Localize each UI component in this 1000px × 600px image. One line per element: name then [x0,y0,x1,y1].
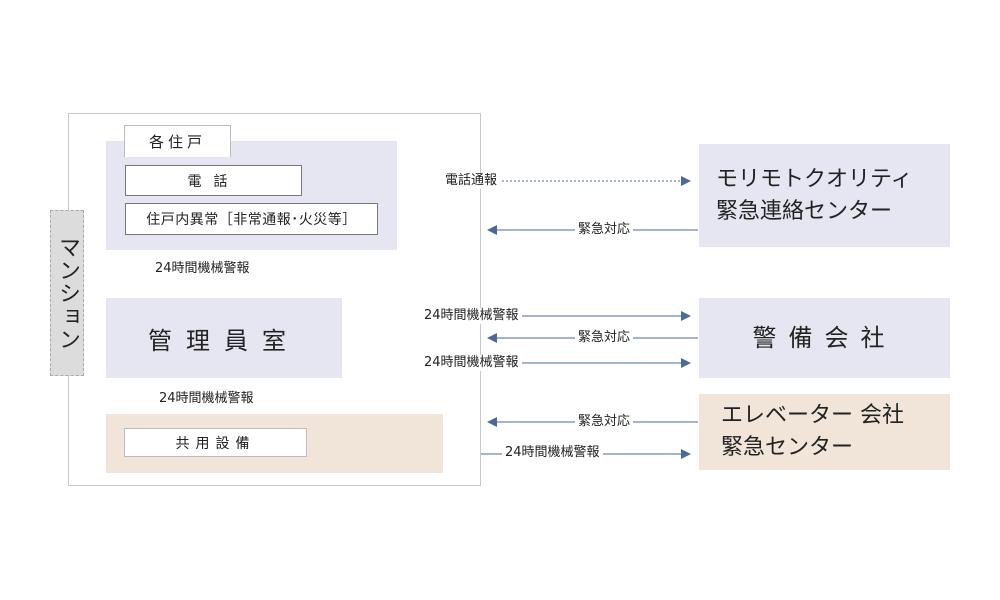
flow-label-common-to-elevator: 24時間機械警報 [502,445,603,461]
manager-room-label: 管理員室 [148,326,300,355]
flow-label-emergency-2: 緊急対応 [575,330,634,346]
flow-label-common-to-manager: 24時間機械警報 [159,391,254,406]
elevator-center-line2: 緊急センター [721,435,854,460]
flow-label-security-to-manager: 24時間機械警報 [421,355,522,371]
phone-box: 電話 [125,165,302,196]
flow-label-manager-to-security: 24時間機械警報 [421,308,522,324]
flow-label-emergency-3: 緊急対応 [575,414,634,430]
flow-label-emergency-1: 緊急対応 [575,222,634,238]
mansion-label-bar: マンション [50,210,84,376]
moritomo-center-line2: 緊急連絡センター [716,198,893,224]
security-company-label: 警備会社 [752,323,897,352]
unit-alarm-box: 住戸内異常［非常通報･火災等］ [125,203,378,235]
elevator-center-box: エレベーター 会社 緊急センター [699,394,950,470]
elevator-center-line1: エレベーター 会社 [721,403,904,429]
units-tag: 各住戸 [124,125,231,157]
moritomo-center-box: モリモトクオリティ 緊急連絡センター [699,144,950,247]
flow-label-phone-report: 電話通報 [442,173,501,189]
common-facilities-box: 共用設備 [124,428,307,457]
mansion-label: マンション [55,235,80,351]
flow-label-units-to-manager: 24時間機械警報 [155,261,250,276]
moritomo-center-line1: モリモトクオリティ [716,166,913,192]
security-company-box: 警備会社 [699,298,950,378]
manager-room-panel: 管理員室 [106,298,342,378]
